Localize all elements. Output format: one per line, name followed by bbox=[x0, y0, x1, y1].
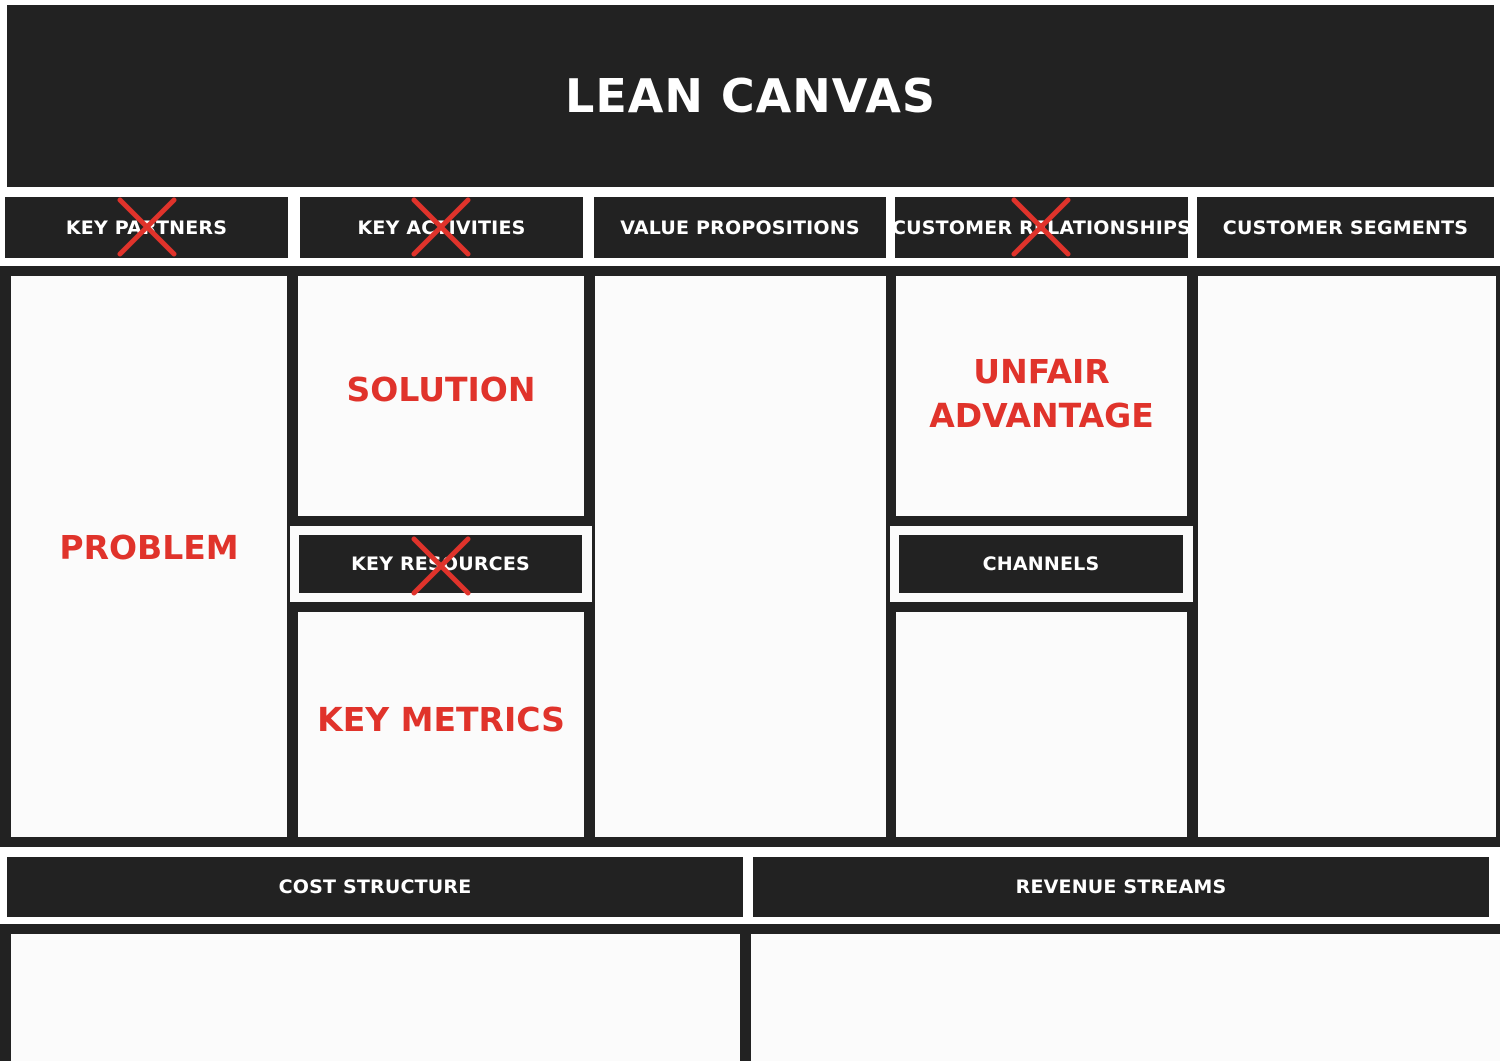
cell-key-metrics: KEY METRICS bbox=[298, 612, 584, 837]
header-customer-segments-label: CUSTOMER SEGMENTS bbox=[1222, 216, 1469, 239]
cell-channels bbox=[896, 612, 1187, 837]
header-channels: CHANNELS bbox=[899, 535, 1183, 593]
cell-customer-segments bbox=[1198, 276, 1496, 837]
key-metrics-label: KEY METRICS bbox=[317, 700, 565, 739]
header-cost-structure-label: COST STRUCTURE bbox=[278, 876, 472, 898]
cell-revenue-streams bbox=[751, 934, 1500, 1061]
header-cost-structure: COST STRUCTURE bbox=[7, 857, 743, 917]
cell-solution: SOLUTION bbox=[298, 276, 584, 516]
cross-out-key-resources-icon bbox=[411, 536, 471, 596]
unfair-advantage-label-line2: ADVANTAGE bbox=[929, 396, 1154, 435]
header-value-propositions-label: VALUE PROPOSITIONS bbox=[620, 216, 860, 239]
cell-cost-structure bbox=[11, 934, 740, 1061]
unfair-advantage-label-line1: UNFAIR bbox=[973, 352, 1110, 391]
problem-label: PROBLEM bbox=[59, 528, 239, 567]
header-value-propositions: VALUE PROPOSITIONS bbox=[594, 197, 886, 258]
canvas-title: LEAN CANVAS bbox=[7, 5, 1494, 187]
cell-value-propositions bbox=[595, 276, 886, 837]
cell-problem: PROBLEM bbox=[11, 276, 287, 837]
cell-unfair-advantage: UNFAIR ADVANTAGE bbox=[896, 276, 1187, 516]
cross-out-key-partners-icon bbox=[117, 197, 177, 257]
cross-out-key-activities-icon bbox=[411, 197, 471, 257]
header-customer-segments: CUSTOMER SEGMENTS bbox=[1197, 197, 1494, 258]
solution-label: SOLUTION bbox=[346, 370, 536, 409]
header-revenue-streams-label: REVENUE STREAMS bbox=[1015, 876, 1227, 898]
header-revenue-streams: REVENUE STREAMS bbox=[753, 857, 1489, 917]
header-channels-label: CHANNELS bbox=[982, 553, 1100, 575]
cross-out-customer-relationships-icon bbox=[1011, 197, 1071, 257]
